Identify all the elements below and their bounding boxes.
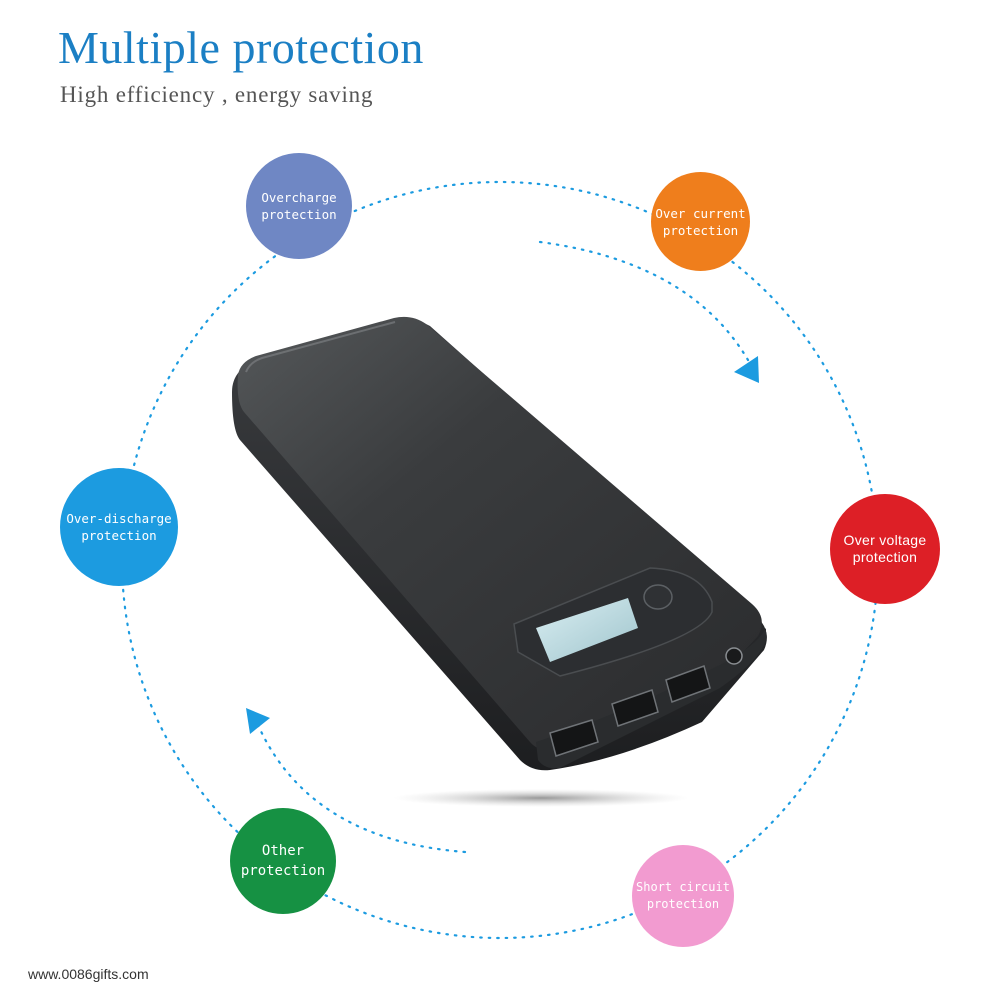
over-voltage-label-1: Over voltage <box>843 532 927 548</box>
over-voltage-badge: Over voltage protection <box>830 494 940 604</box>
arrow-up-icon <box>246 708 270 734</box>
power-bank-icon <box>232 316 767 771</box>
other-protection-badge: Other protection <box>230 808 336 914</box>
over-current-label-1: Over current <box>655 205 746 221</box>
website-watermark: www.0086gifts.com <box>28 966 149 982</box>
over-discharge-label-2: protection <box>81 528 157 543</box>
over-current-badge: Over current protection <box>651 172 750 271</box>
other-label-2: protection <box>240 863 326 879</box>
inner-arc-bottom <box>256 723 467 854</box>
overcharge-label-1: Overcharge <box>261 190 337 205</box>
page-subtitle: High efficiency , energy saving <box>60 82 374 107</box>
over-discharge-badge: Over-discharge protection <box>60 468 178 586</box>
over-discharge-label-1: Over-discharge <box>66 511 172 526</box>
arrow-down-icon <box>734 356 759 383</box>
short-circuit-label-1: Short circuit <box>636 880 730 894</box>
over-current-label-2: protection <box>662 222 739 238</box>
device-shadow <box>393 789 689 807</box>
overcharge-badge: Overcharge protection <box>246 153 352 259</box>
short-circuit-badge: Short circuit protection <box>632 845 734 947</box>
other-label-1: Other <box>261 843 305 859</box>
page-title: Multiple protection <box>58 22 424 73</box>
short-circuit-label-2: protection <box>646 897 720 911</box>
overcharge-label-2: protection <box>261 207 337 222</box>
over-voltage-label-2: protection <box>852 549 918 565</box>
